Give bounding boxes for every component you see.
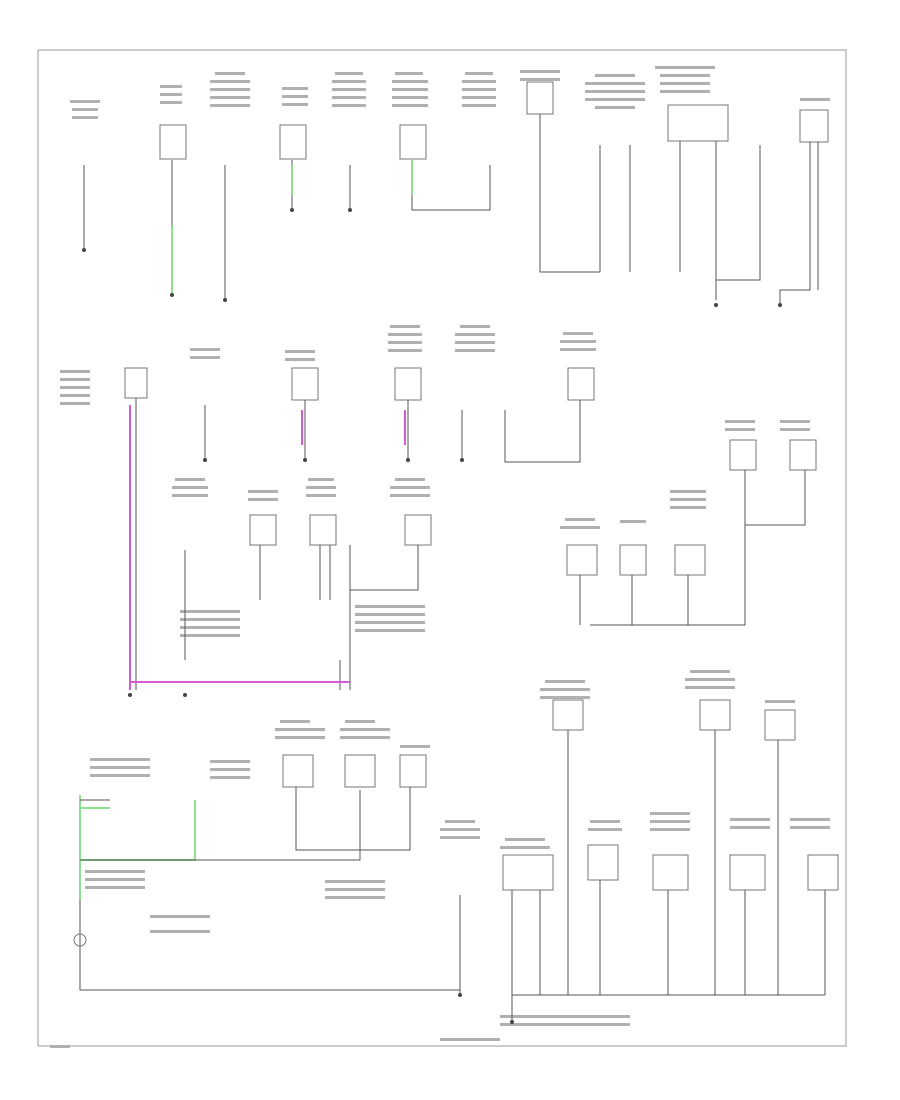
middle-row-components [60,325,817,690]
top-row-components [70,66,830,307]
bottom-components [50,670,839,1048]
lower-middle-components [128,478,706,697]
diagram-frame [37,49,847,1047]
